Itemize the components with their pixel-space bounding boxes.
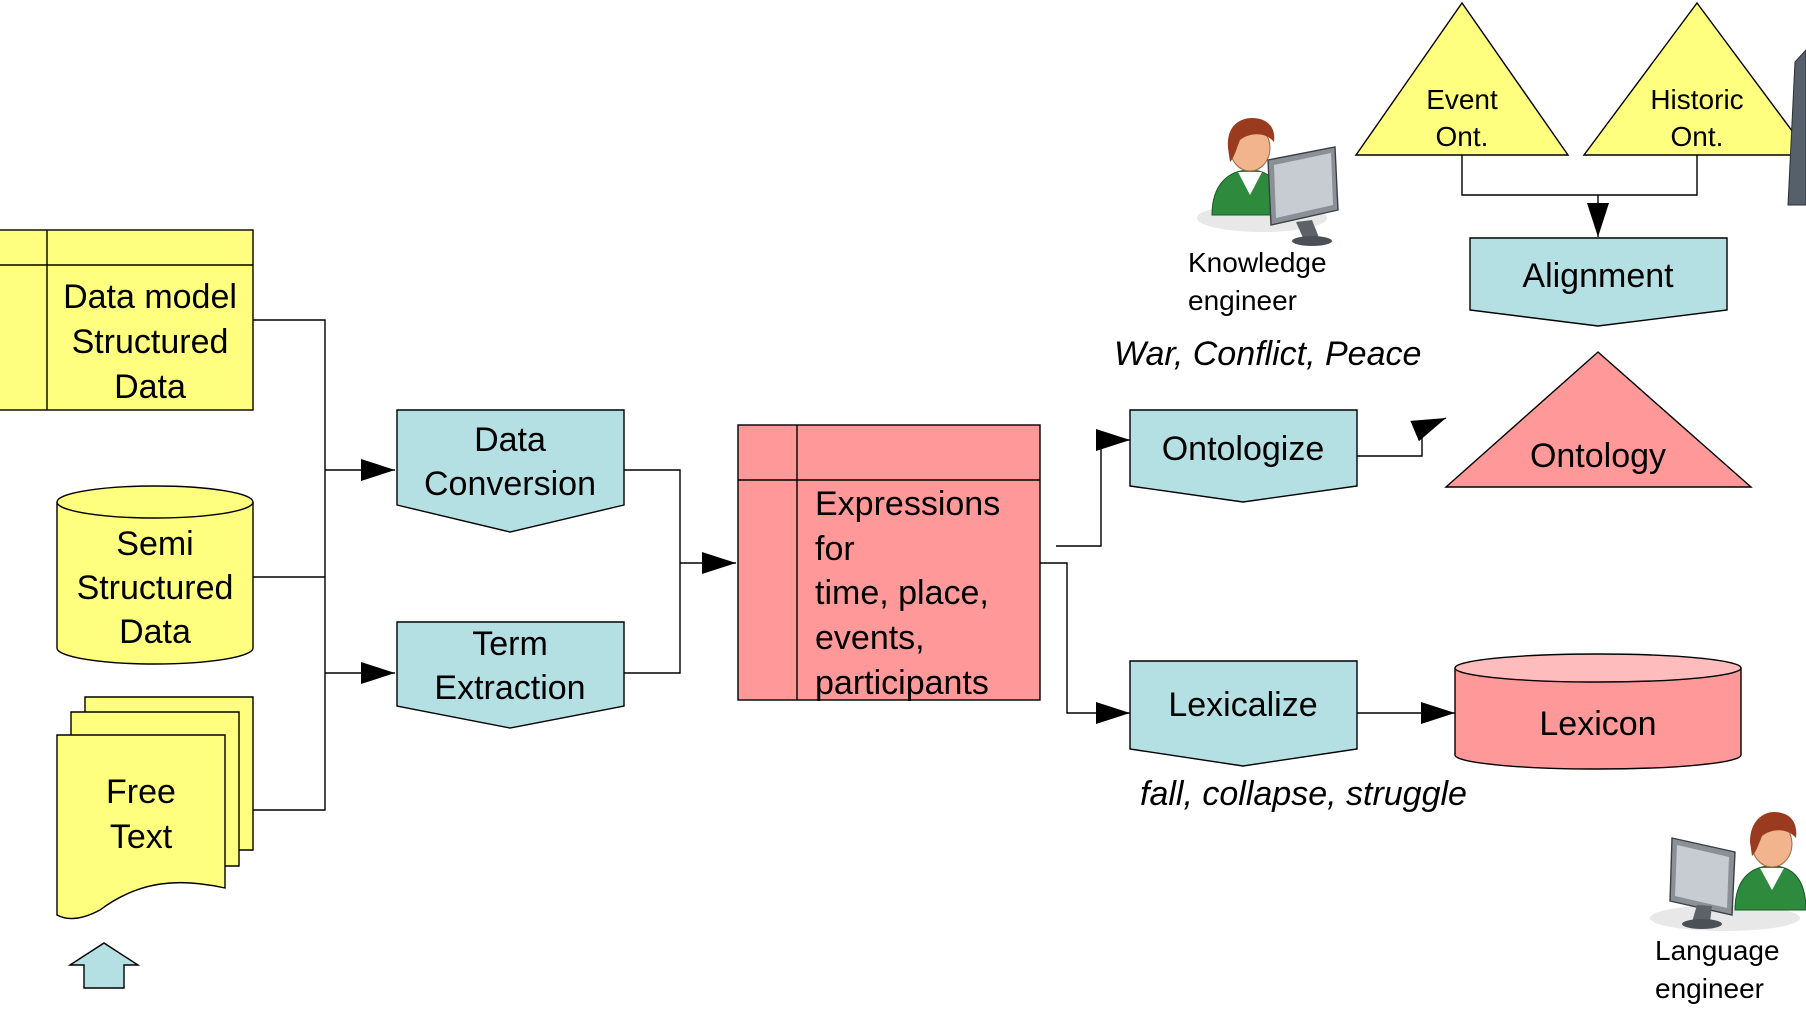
source-data-model: Data model Structured Data	[0, 229, 254, 411]
historic-ontology-shape	[1582, 1, 1806, 156]
expressions-shape	[737, 424, 1041, 701]
historic-ontology-line2: Ont.	[1671, 121, 1724, 152]
expressions-line5: participants	[815, 664, 989, 702]
historic-ontology: Historic Ont.	[1582, 1, 1806, 156]
output-ontology: Ontology	[1444, 351, 1753, 488]
connectors	[67, 155, 1698, 989]
process-lexicalize: Lexicalize	[1129, 660, 1358, 767]
lexicon-label: Lexicon	[1539, 705, 1656, 743]
free-text-line1: Free	[106, 773, 176, 811]
connector-sources-bus	[253, 319, 326, 811]
lexical-example-terms: fall, collapse, struggle	[1140, 775, 1467, 813]
semi-structured-line1: Semi	[116, 525, 193, 563]
ontology-example-terms: War, Conflict, Peace	[1114, 335, 1421, 373]
event-ontology-line1: Event	[1426, 84, 1498, 115]
expressions-line3: time, place,	[815, 574, 989, 612]
language-engineer-line2: engineer	[1655, 973, 1764, 1004]
ontologize-shape	[1129, 409, 1358, 503]
arrow-to-lexicalize	[1040, 562, 1130, 724]
language-engineer: Language engineer	[1650, 812, 1806, 1004]
data-conversion-line2: Conversion	[424, 465, 596, 503]
data-conversion-shape	[396, 409, 625, 533]
language-engineer-line1: Language	[1655, 935, 1780, 966]
data-model-line2: Structured	[72, 323, 229, 361]
ontology-label: Ontology	[1530, 437, 1666, 475]
arrow-to-ontology	[1357, 417, 1447, 457]
alignment-label: Alignment	[1522, 257, 1674, 295]
data-model-line3: Data	[114, 368, 186, 406]
connector-ontologies	[1461, 155, 1698, 196]
event-ontology-line2: Ont.	[1436, 121, 1489, 152]
event-ontology-shape	[1354, 1, 1570, 156]
connector-processes-bus	[624, 469, 681, 674]
term-extraction-line2: Extraction	[434, 669, 585, 707]
term-extraction-shape	[396, 621, 625, 729]
input-arrow-icon	[67, 942, 141, 989]
process-ontologize: Ontologize	[1129, 409, 1358, 503]
ontologize-label: Ontologize	[1162, 430, 1325, 468]
data-model-line1: Data model	[63, 278, 237, 316]
data-model-shape	[0, 229, 254, 411]
expressions-line2: for	[815, 530, 855, 568]
event-ontology: Event Ont.	[1354, 1, 1570, 156]
ontology-shape	[1444, 351, 1753, 488]
data-conversion-line1: Data	[474, 421, 546, 459]
expressions-line1: Expressions	[815, 485, 1000, 523]
arrow-to-ontologize	[1056, 429, 1130, 547]
lexicon-top	[1454, 653, 1742, 683]
language-engineer-icon	[1650, 812, 1806, 931]
knowledge-engineer-icon	[1197, 118, 1339, 246]
lexicalize-shape	[1129, 660, 1358, 767]
source-free-text: Free Text	[56, 696, 254, 920]
knowledge-engineer-line2: engineer	[1188, 285, 1297, 316]
lexicalize-label: Lexicalize	[1168, 686, 1317, 724]
semi-structured-line3: Data	[119, 613, 191, 651]
lexicon-body	[1454, 668, 1742, 770]
process-data-conversion: Data Conversion	[396, 409, 625, 533]
alignment-shape	[1469, 237, 1728, 327]
knowledge-engineer: Knowledge engineer	[1188, 118, 1339, 316]
semi-structured-line2: Structured	[77, 569, 234, 607]
free-text-shape	[56, 734, 226, 920]
historic-ontology-line1: Historic	[1650, 84, 1743, 115]
knowledge-engineer-line1: Knowledge	[1188, 247, 1327, 278]
semi-structured-body	[56, 502, 254, 665]
process-term-extraction: Term Extraction	[396, 621, 625, 729]
output-lexicon: Lexicon	[1454, 653, 1742, 770]
source-semi-structured: Semi Structured Data	[56, 485, 254, 665]
process-alignment: Alignment	[1469, 237, 1728, 327]
term-extraction-line1: Term	[472, 625, 548, 663]
expressions-store: Expressions for time, place, events, par…	[737, 424, 1041, 702]
semi-structured-top	[56, 485, 254, 519]
expressions-line4: events,	[815, 619, 925, 657]
edge-figure-partial	[1787, 49, 1806, 206]
free-text-line2: Text	[110, 818, 173, 856]
